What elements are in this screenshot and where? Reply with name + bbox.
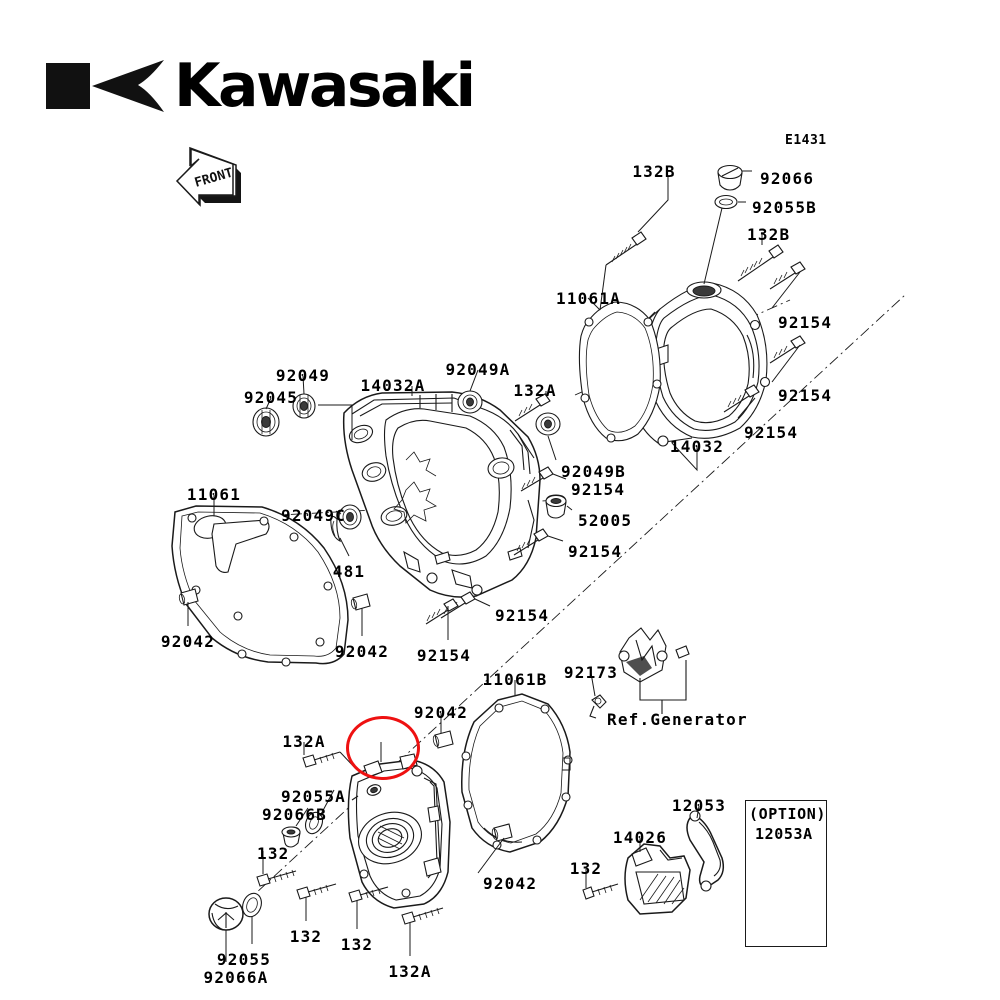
callout-11061: 11061 <box>186 485 242 504</box>
part-92045-bearing <box>252 407 280 437</box>
callout-92154: 92154 <box>571 480 626 499</box>
callout-14032: 14032 <box>669 437 725 456</box>
callout-92049a: 92049A <box>445 360 511 379</box>
fastener-132B-a <box>605 231 647 266</box>
callout-132: 132 <box>289 927 323 946</box>
callout-132a: 132A <box>513 381 557 400</box>
fastener-132-c <box>348 886 389 903</box>
fastener-132-a <box>256 869 297 887</box>
callout-92154: 92154 <box>744 423 799 442</box>
kawasaki-river-mark-icon <box>46 58 168 114</box>
part-92173-clamp <box>589 694 607 719</box>
callout-92049c: 92049C <box>281 506 346 525</box>
part-92049-oil-seal <box>292 393 316 419</box>
callout-92154: 92154 <box>778 313 833 332</box>
fastener-132A-b <box>302 751 341 768</box>
part-11061-gasket <box>171 505 349 667</box>
callout-14032a: 14032A <box>360 376 426 395</box>
fastener-92154-a <box>769 261 806 290</box>
part-14031-generator-cover <box>347 753 451 909</box>
fastener-92154-c <box>723 384 760 413</box>
callout-92042: 92042 <box>334 642 390 661</box>
callout-132: 132 <box>340 935 374 954</box>
part-92055A-oring <box>304 811 324 835</box>
callout-11061b: 11061B <box>482 670 548 689</box>
callout-92049b: 92049B <box>561 462 626 481</box>
part-92066B-plug <box>281 826 301 848</box>
callout-132b: 132B <box>747 225 791 244</box>
callout-132: 132 <box>257 844 290 863</box>
leader-lines <box>187 170 801 962</box>
fastener-132A-c <box>401 907 444 925</box>
callout-92042: 92042 <box>160 632 216 651</box>
callout-92066b: 92066B <box>262 805 327 824</box>
callout-92173: 92173 <box>563 663 619 682</box>
part-11061A-gasket <box>578 301 662 443</box>
kawasaki-logo: Kawasaki <box>46 51 476 121</box>
callout-92042: 92042 <box>483 874 538 893</box>
part-92055-oring <box>242 892 262 918</box>
brand-name: Kawasaki <box>174 51 476 121</box>
callout-92154: 92154 <box>778 386 833 405</box>
part-11061B-gasket <box>461 693 573 853</box>
callout-12053: 12053 <box>671 796 727 815</box>
part-14032A-crankcase <box>342 391 541 598</box>
part-12053-chain-guide <box>686 810 725 892</box>
fastener-132-b <box>296 883 337 900</box>
callout-132: 132 <box>569 859 603 878</box>
part-92042-dowel-a <box>178 588 199 606</box>
fastener-92154-b <box>769 335 806 364</box>
callout-481: 481 <box>332 562 366 581</box>
part-92066A-drain-plug <box>208 897 244 931</box>
fastener-92154-d <box>520 466 554 492</box>
callout-92049: 92049 <box>275 366 331 385</box>
front-arrow-icon: FRONT <box>175 146 241 207</box>
option-box-part: 12053A <box>755 825 813 843</box>
part-52005-plug <box>545 494 567 519</box>
callout-52005: 52005 <box>578 511 633 530</box>
part-92066-filler-cap <box>717 164 743 191</box>
part-92042-dowel-d <box>491 823 513 842</box>
callout-92154: 92154 <box>416 646 472 665</box>
callout-92066a: 92066A <box>203 968 269 987</box>
callout-92154: 92154 <box>568 542 623 561</box>
callout-132a: 132A <box>282 732 326 751</box>
callout-92055a: 92055A <box>281 787 346 806</box>
callout-92055b: 92055B <box>752 198 817 217</box>
fastener-132B-b <box>737 244 784 282</box>
callout-92042: 92042 <box>413 703 469 722</box>
part-481-circlip <box>330 515 342 543</box>
fastener-132-d <box>582 883 619 900</box>
fastener-132A-a <box>514 393 551 422</box>
callout-11061a: 11061A <box>556 289 621 308</box>
callout-92066: 92066 <box>760 169 815 188</box>
ref-generator-note: Ref.Generator <box>607 710 748 729</box>
part-92049A-oil-seal <box>457 390 483 414</box>
part-92042-dowel-b <box>350 593 371 611</box>
callout-132a: 132A <box>388 962 432 981</box>
part-92049C-oil-seal <box>338 504 362 530</box>
option-box <box>745 800 827 947</box>
option-box-title: (OPTION) <box>749 805 827 823</box>
fastener-92154-g <box>425 598 459 625</box>
fastener-92154-e <box>513 528 549 556</box>
part-92055B-oring <box>714 194 738 210</box>
callout-92154: 92154 <box>495 606 550 625</box>
ref-generator-assembly <box>618 627 690 714</box>
part-92049B-oil-seal <box>535 412 561 436</box>
callout-14026: 14026 <box>612 828 668 847</box>
part-14026-guard <box>624 843 691 915</box>
callout-92055: 92055 <box>216 950 272 969</box>
diagram-code: E1431 <box>785 133 827 148</box>
callout-132b: 132B <box>632 162 676 181</box>
part-92042-dowel-c <box>432 730 454 749</box>
callout-92045: 92045 <box>243 388 299 407</box>
